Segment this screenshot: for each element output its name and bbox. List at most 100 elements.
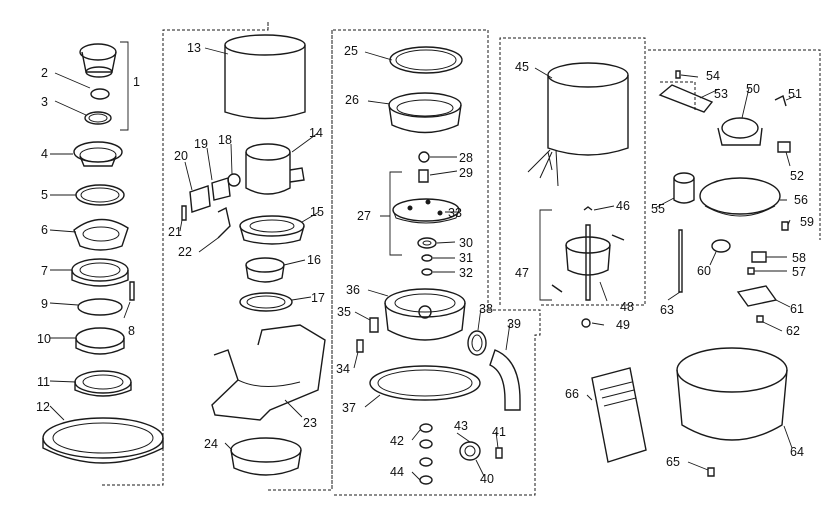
callout-19: 19 [194, 137, 208, 151]
callout-labels: 1 2 3 4 5 6 7 8 9 10 11 12 13 14 15 16 1… [36, 41, 814, 486]
callout-20: 20 [174, 149, 188, 163]
part-57-screw [747, 267, 755, 275]
callout-13: 13 [187, 41, 201, 55]
part-31-washer [421, 254, 433, 262]
part-54-screw [675, 70, 681, 79]
callout-11: 11 [37, 375, 50, 389]
callout-59: 59 [800, 215, 814, 229]
callout-22: 22 [178, 245, 192, 259]
callout-58: 58 [792, 251, 806, 265]
callout-66: 66 [565, 387, 579, 401]
callout-18: 18 [218, 133, 232, 147]
callout-21: 21 [168, 225, 182, 239]
callout-10: 10 [37, 332, 51, 346]
part-26-grinding-ring [388, 92, 462, 134]
callout-37: 37 [342, 401, 356, 415]
part-1-sink-flange-stopper [79, 41, 129, 131]
callout-29: 29 [459, 166, 473, 180]
part-53-cover [658, 84, 714, 113]
part-11-mounting-ring [74, 370, 132, 397]
callout-17: 17 [311, 291, 325, 305]
part-40-flange [459, 441, 481, 461]
callout-16: 16 [307, 253, 321, 267]
callout-54: 54 [706, 69, 720, 83]
callout-62: 62 [786, 324, 800, 338]
part-59-screw [781, 221, 789, 231]
callout-24: 24 [204, 437, 218, 451]
callout-41: 41 [492, 425, 506, 439]
callout-33: 33 [448, 206, 462, 220]
part-34-screw [356, 339, 364, 353]
group-boundary-small [660, 81, 696, 110]
part-23-shield-liner [211, 324, 326, 421]
part-65-screw [707, 467, 715, 477]
part-56-end-bell [699, 177, 781, 217]
callout-26: 26 [345, 93, 359, 107]
part-8-screw [129, 281, 135, 301]
callout-49: 49 [616, 318, 630, 332]
part-21-screw [181, 205, 187, 221]
part-39-drain-elbow [489, 349, 521, 411]
callout-40: 40 [480, 472, 494, 486]
group-boundary-center [331, 30, 541, 496]
part-20-switch [189, 185, 211, 213]
group-boundary-right-upper [648, 49, 821, 240]
callout-23: 23 [303, 416, 317, 430]
part-46-spring [583, 206, 593, 211]
callout-42: 42 [390, 434, 404, 448]
callout-32: 32 [459, 266, 473, 280]
part-9-snap-ring [77, 298, 123, 316]
part-29-lug [418, 169, 429, 183]
part-28-nut [418, 151, 430, 163]
callout-39: 39 [507, 317, 521, 331]
part-58-connector [751, 251, 767, 263]
callout-1: 1 [133, 75, 140, 89]
callout-52: 52 [790, 169, 804, 183]
part-64-shell [676, 347, 788, 441]
part-35-clip [369, 317, 379, 333]
callout-6: 6 [41, 223, 48, 237]
part-15-baffle [239, 215, 305, 245]
part-33-turntable [392, 198, 460, 224]
callout-64: 64 [790, 445, 804, 459]
part-41-screw [495, 447, 503, 459]
callout-46: 46 [616, 199, 630, 213]
callout-34: 34 [336, 362, 350, 376]
callout-5: 5 [41, 188, 48, 202]
part-62-screw [756, 315, 764, 323]
part-22-bracket [217, 206, 231, 239]
callout-43: 43 [454, 419, 468, 433]
part-7-mounting-ring [71, 258, 129, 287]
callout-12: 12 [36, 400, 50, 414]
callout-51: 51 [788, 87, 802, 101]
callout-65: 65 [666, 455, 680, 469]
part-24-splash-guard [230, 437, 302, 476]
part-66-manual [591, 367, 647, 463]
part-17-clamp-ring [239, 292, 293, 312]
callout-14: 14 [309, 126, 323, 140]
callout-61: 61 [790, 302, 804, 316]
part-44-gasket [419, 475, 433, 485]
part-51-clip [774, 95, 787, 107]
callout-4: 4 [41, 147, 48, 161]
part-18-fitting [227, 173, 241, 187]
callout-25: 25 [344, 44, 358, 58]
callout-44: 44 [390, 465, 404, 479]
part-12-cushion-ring [42, 417, 164, 464]
callout-28: 28 [459, 151, 473, 165]
group-boundary-left [102, 22, 269, 486]
part-30-washer [417, 237, 437, 249]
callout-56: 56 [794, 193, 808, 207]
part-16-clamp [245, 257, 285, 283]
part-50-switch-assembly [717, 117, 763, 146]
group-bracket-27 [389, 171, 402, 256]
part-45-motor [527, 62, 629, 187]
callout-31: 31 [459, 251, 473, 265]
callout-53: 53 [714, 87, 728, 101]
callout-63: 63 [660, 303, 674, 317]
part-2-ring [90, 88, 110, 100]
callout-30: 30 [459, 236, 473, 250]
callout-60: 60 [697, 264, 711, 278]
part-42-gaskets [419, 423, 433, 467]
